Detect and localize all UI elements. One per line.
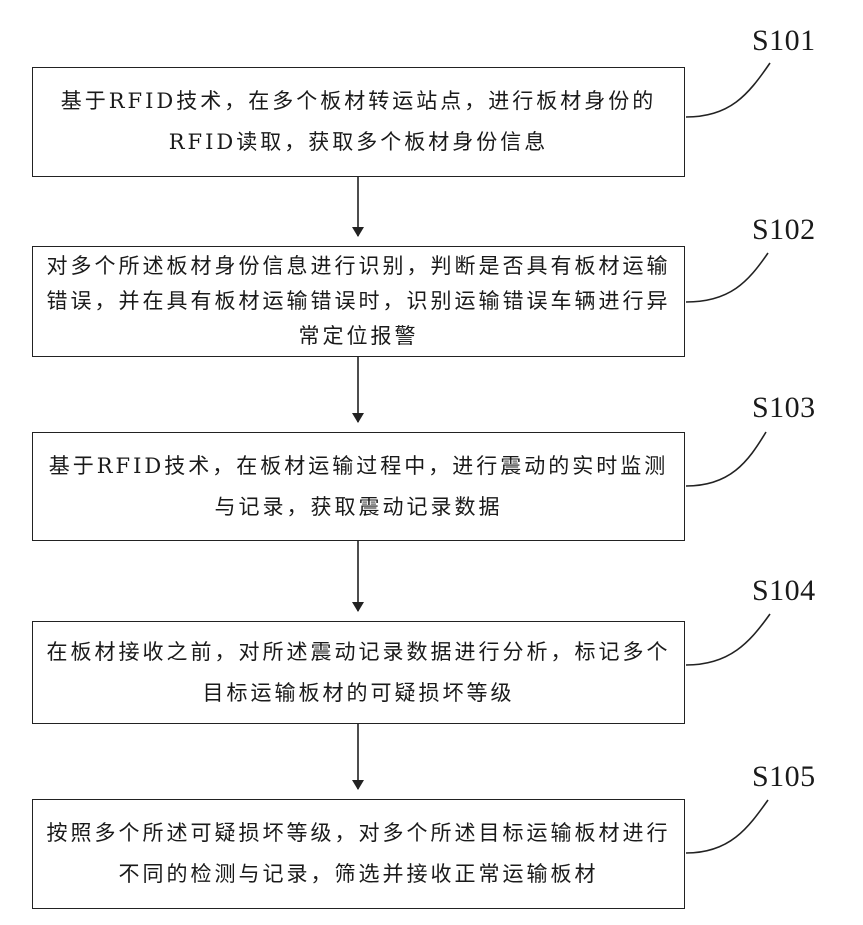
leader-s103 xyxy=(686,432,766,486)
step-box-s104: 在板材接收之前，对所述震动记录数据进行分析，标记多个目标运输板材的可疑损坏等级 xyxy=(32,621,685,724)
step-label-s103: S103 xyxy=(752,391,816,425)
step-box-s102: 对多个所述板材身份信息进行识别，判断是否具有板材运输错误，并在具有板材运输错误时… xyxy=(32,246,685,357)
step-box-s103: 基于RFID技术，在板材运输过程中，进行震动的实时监测与记录，获取震动记录数据 xyxy=(32,432,685,541)
step-label-s105: S105 xyxy=(752,760,816,794)
step-label-s102: S102 xyxy=(752,213,816,247)
step-text-s103: 基于RFID技术，在板材运输过程中，进行震动的实时监测与记录，获取震动记录数据 xyxy=(33,446,684,528)
step-text-s101: 基于RFID技术，在多个板材转运站点，进行板材身份的RFID读取，获取多个板材身… xyxy=(33,81,684,163)
step-box-s105: 按照多个所述可疑损坏等级，对多个所述目标运输板材进行不同的检测与记录，筛选并接收… xyxy=(32,799,685,909)
leader-s104 xyxy=(686,614,770,665)
leader-s102 xyxy=(686,253,768,302)
step-text-s105: 按照多个所述可疑损坏等级，对多个所述目标运输板材进行不同的检测与记录，筛选并接收… xyxy=(33,813,684,895)
step-label-s101: S101 xyxy=(752,24,816,58)
leader-s105 xyxy=(686,800,768,853)
step-box-s101: 基于RFID技术，在多个板材转运站点，进行板材身份的RFID读取，获取多个板材身… xyxy=(32,67,685,177)
step-text-s104: 在板材接收之前，对所述震动记录数据进行分析，标记多个目标运输板材的可疑损坏等级 xyxy=(33,632,684,714)
step-text-s102: 对多个所述板材身份信息进行识别，判断是否具有板材运输错误，并在具有板材运输错误时… xyxy=(33,249,684,354)
leader-s101 xyxy=(686,63,770,117)
step-label-s104: S104 xyxy=(752,574,816,608)
